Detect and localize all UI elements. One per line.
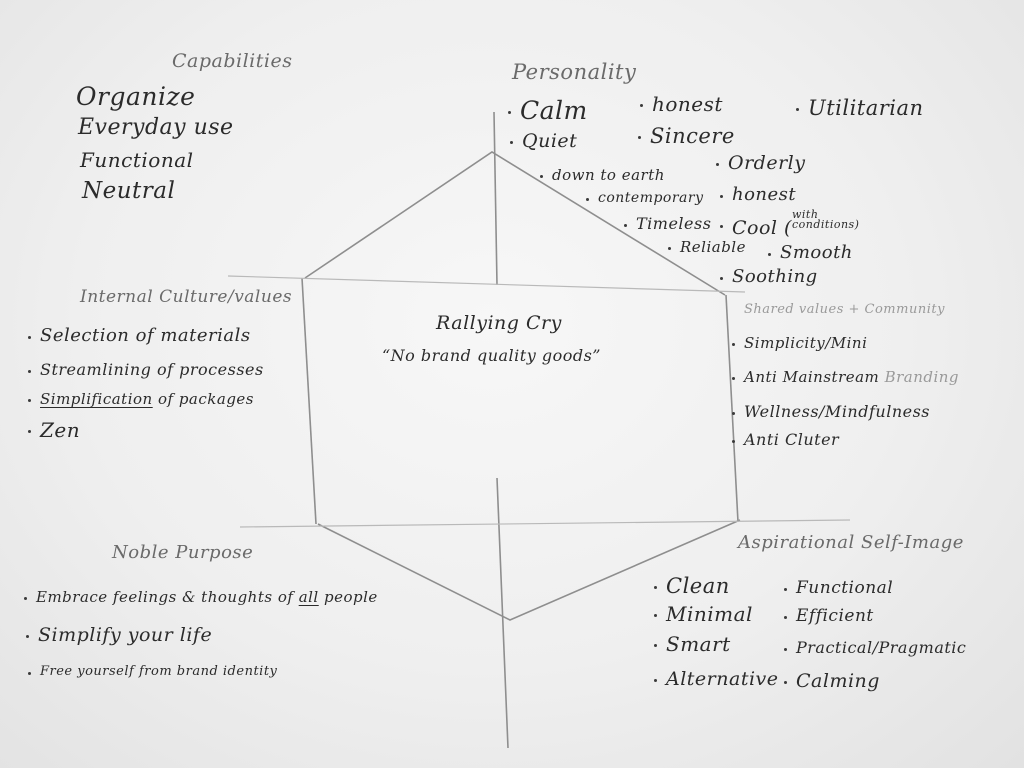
- noble-purpose-item: Free yourself from brand identity: [28, 664, 277, 679]
- bullet-dot: [654, 586, 657, 589]
- capabilities-item: Functional: [80, 148, 194, 172]
- bullet-dot: [732, 377, 735, 380]
- bullet-dot: [716, 163, 719, 166]
- all-underlined: all: [298, 588, 319, 606]
- bullet-dot: [654, 679, 657, 682]
- bullet-dot: [28, 671, 31, 675]
- bullet-dot: [784, 681, 787, 684]
- bullet-dot: [732, 411, 735, 415]
- aspirational-title: Aspirational Self-Image: [738, 532, 964, 553]
- personality-item: honest: [720, 184, 796, 205]
- bullet-dot: [28, 335, 31, 339]
- bullet-dot: [540, 175, 543, 178]
- bullet-dot: [654, 644, 657, 647]
- shared-values-item: Simplicity/Mini: [732, 334, 867, 352]
- bullet-dot: [720, 276, 723, 280]
- bullet-dot: [640, 104, 643, 107]
- bullet-dot: [26, 635, 29, 638]
- aspirational-item: Practical/Pragmatic: [784, 638, 966, 657]
- personality-item: Soothing: [720, 266, 818, 287]
- bullet-dot: [720, 224, 723, 228]
- hexagon-right-side: [725, 294, 739, 523]
- internal-culture-title: Internal Culture/values: [80, 287, 293, 307]
- personality-item: Smooth: [768, 242, 853, 263]
- capabilities-title: Capabilities: [172, 50, 293, 72]
- bullet-dot: [654, 614, 657, 617]
- bullet-dot: [624, 223, 627, 227]
- personality-item: Sincere: [638, 124, 735, 148]
- personality-item: contemporary: [586, 190, 704, 206]
- internal-culture-item: Streamlining of processes: [28, 360, 264, 379]
- capabilities-item: Organize: [76, 82, 196, 111]
- bullet-dot: [24, 597, 27, 600]
- vertical-axis-top: [493, 111, 498, 286]
- capabilities-item: Everyday use: [78, 115, 234, 140]
- cool-note-open: (: [784, 217, 792, 239]
- personality-item: Utilitarian: [796, 96, 924, 120]
- hexagon-outline-top: [304, 151, 726, 296]
- bullet-dot: [28, 369, 31, 373]
- hexagon-outline-bottom: [317, 519, 741, 621]
- personality-item: Reliable: [668, 238, 746, 256]
- shared-values-item: Anti Cluter: [732, 430, 839, 449]
- noble-purpose-item: Simplify your life: [26, 624, 212, 646]
- bullet-dot: [784, 616, 787, 619]
- personality-item: down to earth: [540, 166, 665, 184]
- internal-culture-item: Simplification of packages: [28, 390, 254, 408]
- personality-item: honest: [640, 92, 723, 116]
- bullet-dot: [768, 252, 771, 256]
- bullet-dot: [732, 439, 735, 443]
- aspirational-item: Clean: [654, 574, 730, 598]
- horizontal-divider-top: [227, 275, 746, 293]
- aspirational-item: Minimal: [654, 602, 753, 626]
- simplification-underlined: Simplification: [40, 390, 153, 408]
- capabilities-item: Neutral: [82, 178, 176, 204]
- internal-culture-item: Selection of materials: [28, 325, 251, 346]
- bullet-dot: [784, 647, 787, 651]
- horizontal-divider-bottom: [239, 519, 851, 528]
- rallying-cry-quote: “No brand quality goods”: [382, 346, 601, 365]
- aspirational-item: Alternative: [654, 668, 779, 690]
- branding-faint: Branding: [884, 368, 960, 386]
- rallying-cry-title: Rallying Cry: [436, 312, 562, 334]
- bullet-dot: [638, 136, 641, 139]
- aspirational-item: Functional: [784, 578, 893, 598]
- aspirational-item: Smart: [654, 632, 731, 656]
- shared-values-title: Shared values + Community: [744, 302, 945, 317]
- aspirational-item: Calming: [784, 670, 880, 692]
- bullet-dot: [796, 108, 799, 111]
- personality-title: Personality: [512, 60, 637, 84]
- shared-values-item: Anti Mainstream Branding: [732, 368, 960, 386]
- bullet-dot: [732, 343, 735, 346]
- bullet-dot: [720, 194, 723, 198]
- shared-values-item: Wellness/Mindfulness: [732, 402, 930, 421]
- bullet-dot: [510, 141, 513, 144]
- hexagon-left-side: [301, 277, 317, 525]
- personality-item: Calm: [508, 96, 588, 125]
- personality-item: Quiet: [510, 130, 577, 152]
- internal-culture-item: Zen: [28, 418, 80, 442]
- bullet-dot: [586, 198, 589, 201]
- personality-item: Timeless: [624, 214, 711, 233]
- personality-item: Orderly: [716, 152, 805, 174]
- bullet-dot: [28, 399, 31, 402]
- aspirational-item: Efficient: [784, 606, 874, 626]
- bullet-dot: [668, 247, 671, 250]
- noble-purpose-title: Noble Purpose: [112, 542, 254, 563]
- noble-purpose-item: Embrace feelings & thoughts of all peopl…: [24, 588, 378, 606]
- bullet-dot: [784, 588, 787, 591]
- bullet-dot: [508, 110, 511, 114]
- vertical-axis-bottom: [496, 477, 509, 749]
- bullet-dot: [28, 430, 31, 433]
